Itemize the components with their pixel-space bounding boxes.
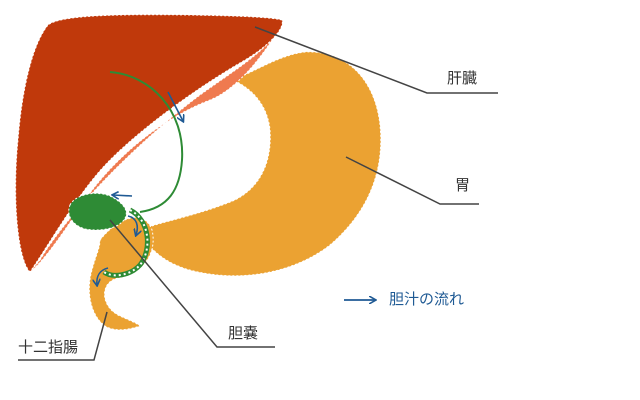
- leader-line-stomach: [345, 156, 479, 205]
- leader-line-duodenum: [18, 311, 108, 361]
- label-gallbladder: 胆嚢: [228, 324, 259, 342]
- leader-line-gallbladder: [109, 219, 275, 348]
- bile-arrow-gallbladder: [113, 195, 133, 196]
- bile-arrow-duct: [127, 215, 137, 235]
- liver-shape: [15, 14, 283, 273]
- bile-arrow-duodenum: [97, 267, 109, 285]
- gallbladder-shape: [68, 192, 127, 231]
- bile-arrow-liver: [167, 91, 183, 121]
- bile-duct: [109, 71, 184, 213]
- label-duodenum: 十二指腸: [18, 338, 79, 356]
- liver-underside: [29, 34, 276, 273]
- leader-line-liver: [254, 26, 498, 94]
- label-stomach: 胃: [455, 176, 471, 194]
- legend-label: 胆汁の流れ: [389, 290, 465, 308]
- label-liver: 肝臓: [447, 69, 478, 87]
